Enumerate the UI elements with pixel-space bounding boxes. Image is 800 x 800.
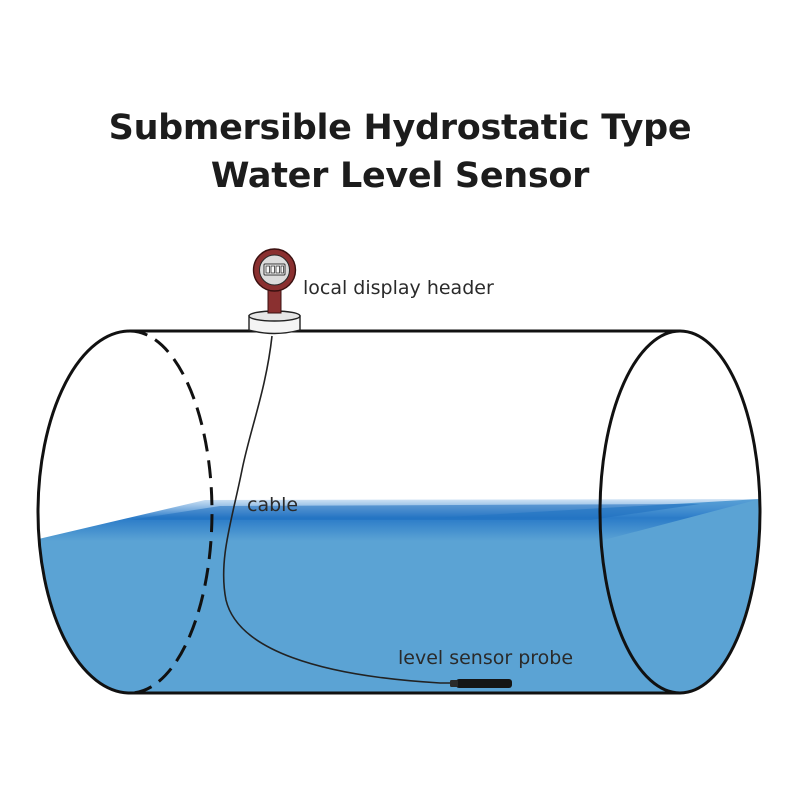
title-line-2: Water Level Sensor (210, 156, 590, 196)
cable-line (222, 335, 458, 684)
diagram-title: Submersible Hydrostatic Type Water Level… (0, 104, 800, 200)
label-cable: cable (247, 494, 298, 516)
tank-left-end-back (129, 329, 214, 695)
tank-left-end-front (36, 329, 131, 695)
tank-outline (36, 329, 762, 695)
tank-right-end (598, 329, 762, 695)
probe-shape (450, 679, 512, 688)
title-line-1: Submersible Hydrostatic Type (108, 108, 692, 148)
water-fill (38, 499, 760, 693)
water-surface-shade (130, 504, 700, 520)
water-body (38, 499, 760, 693)
label-probe: level sensor probe (398, 647, 573, 669)
label-display-header: local display header (303, 277, 494, 299)
display-header-icon (248, 248, 301, 335)
